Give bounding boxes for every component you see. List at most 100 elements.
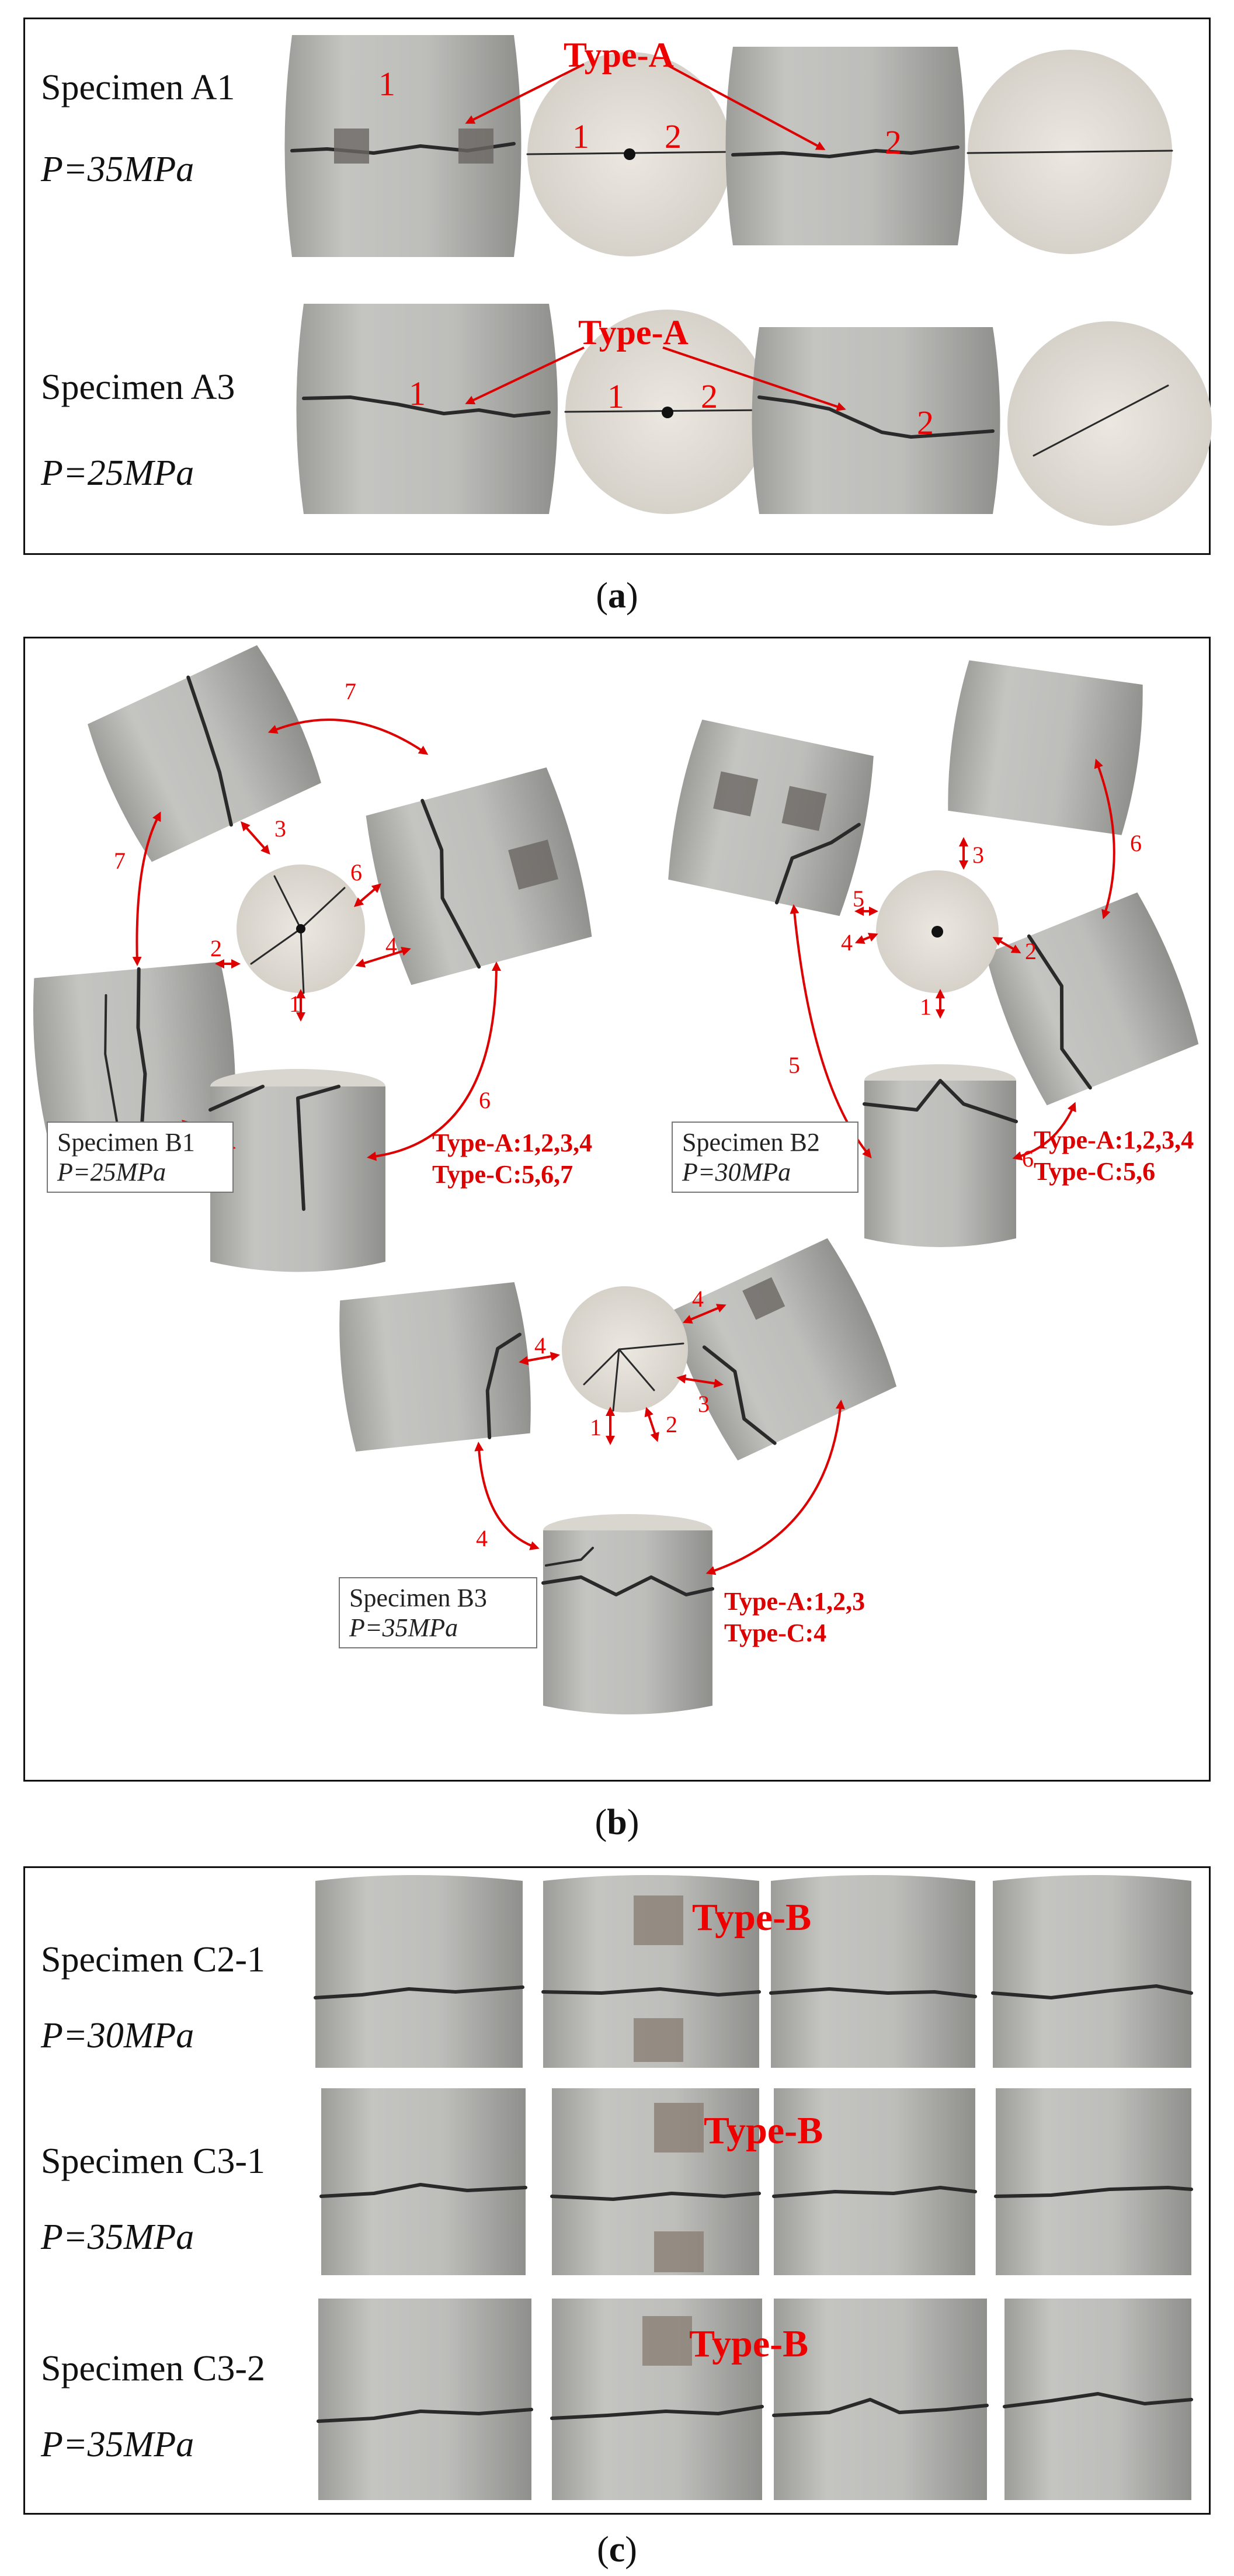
b1-num-6b: 6 [479, 1087, 491, 1113]
c21-cyl-2 [541, 1875, 761, 2068]
c31-cyl-1 [319, 2088, 527, 2275]
c32-cyl-4 [1003, 2299, 1193, 2500]
b2-cyl-bottom [863, 1064, 1018, 1247]
a1-face-crack-2 [967, 150, 1173, 154]
a3-center-hole [662, 407, 673, 418]
a1-pressure: P=35MPa [41, 150, 194, 189]
c21-cyl-3 [769, 1875, 977, 2068]
a3-num-3: 2 [701, 377, 718, 415]
b2-num-6a: 6 [1130, 830, 1142, 856]
b2-type-c: Type-C:5,6 [1034, 1157, 1156, 1186]
b1-arrow-3 [241, 821, 270, 855]
a1-center-hole [624, 148, 635, 160]
b3-num-4b: 4 [692, 1286, 704, 1312]
b2-cyl-top-right [948, 660, 1143, 835]
c32-pressure: P=35MPa [41, 2425, 194, 2464]
c32-cyl-3 [772, 2299, 989, 2500]
a3-pressure: P=25MPa [41, 453, 194, 493]
b3-cyl-bottom [541, 1514, 714, 1714]
b2-cyl-left [668, 719, 874, 916]
b1-num-7b: 7 [114, 848, 126, 874]
c31-cyl-2 [550, 2088, 761, 2275]
b1-specimen-name: Specimen B1 [57, 1128, 195, 1157]
b3-num-1: 1 [590, 1414, 602, 1440]
b2-num-6b: 6 [1022, 1145, 1034, 1172]
panel-b-label: (b) [595, 1803, 639, 1842]
b3-arrow-3 [676, 1374, 724, 1388]
a1-num-2: 1 [572, 117, 589, 155]
b3-specimen-name: Specimen B3 [349, 1584, 487, 1612]
a3-arrow-right [662, 346, 846, 411]
c31-specimen-name: Specimen C3-1 [41, 2141, 265, 2181]
b1-pressure: P=25MPa [57, 1158, 166, 1186]
b1-specimen-box: Specimen B1 P=25MPa [47, 1122, 234, 1193]
b1-type-c: Type-C:5,6,7 [432, 1160, 573, 1189]
a1-gauge-2 [458, 129, 493, 164]
b2-arrow-6a [1094, 758, 1115, 919]
b3-arrow-4b [682, 1304, 727, 1324]
b1-num-7a: 7 [345, 678, 356, 704]
a1-num-1: 1 [378, 65, 395, 103]
c21-cyl-4 [991, 1875, 1193, 2068]
a1-num-4: 2 [885, 123, 902, 161]
b1-arrow-6b [367, 961, 501, 1161]
c21-type-label: Type-B [692, 1896, 812, 1939]
b1-arrow-6a [353, 883, 382, 907]
a3-crack-1 [302, 395, 551, 418]
a1-crack-2 [731, 145, 960, 158]
c31-pressure: P=35MPa [41, 2217, 194, 2257]
b2-specimen-box: Specimen B2 P=30MPa [672, 1122, 858, 1193]
a3-cylinder-2 [752, 327, 1000, 514]
c32-type-label: Type-B [689, 2322, 809, 2365]
b3-specimen-box: Specimen B3 P=35MPa [339, 1577, 537, 1648]
a1-specimen-name: Specimen A1 [41, 68, 235, 107]
c32-cyl-2 [550, 2299, 764, 2500]
b3-num-2: 2 [666, 1411, 677, 1438]
b2-num-2: 2 [1025, 938, 1037, 964]
c31-type-label: Type-B [704, 2109, 823, 2152]
b3-num-4c: 4 [476, 1525, 488, 1551]
b3-arrow-4c [474, 1442, 540, 1550]
b3-cyl-left [339, 1282, 531, 1452]
c21-pressure: P=30MPa [41, 2016, 194, 2056]
b3-num-3: 3 [698, 1391, 710, 1417]
a3-num-2: 1 [607, 377, 624, 415]
a3-face-2 [1007, 321, 1212, 526]
a1-cylinder-1 [284, 35, 522, 257]
b3-arrow-4a [519, 1352, 560, 1366]
b2-type-a: Type-A:1,2,3,4 [1034, 1126, 1194, 1154]
a3-num-4: 2 [917, 404, 934, 442]
b3-pressure: P=35MPa [349, 1613, 458, 1642]
a1-cylinder-2 [725, 47, 965, 245]
b2-type-list: Type-A:1,2,3,4 Type-C:5,6 [1034, 1124, 1194, 1188]
b2-num-1: 1 [920, 994, 931, 1020]
b1-cyl-top-left [88, 645, 321, 862]
panel-a-label: (a) [596, 576, 638, 616]
a1-gauge-1 [334, 129, 369, 164]
b2-arrow-2 [992, 937, 1021, 953]
b2-num-5b: 5 [788, 1052, 800, 1078]
b1-arrow-7-left [132, 811, 161, 966]
b3-arrow-2 [644, 1407, 659, 1442]
b1-arrow-4 [355, 946, 411, 968]
a3-type-label: Type-A [578, 313, 689, 352]
b3-type-list: Type-A:1,2,3 Type-C:4 [724, 1586, 865, 1649]
b1-num-3: 3 [274, 815, 286, 842]
panel-c-label: (c) [597, 2530, 637, 2570]
a3-arrow-left [465, 346, 585, 405]
a3-specimen-name: Specimen A3 [41, 367, 235, 407]
b2-num-5a: 5 [853, 886, 864, 912]
c31-cyl-3 [772, 2088, 977, 2275]
b2-pressure: P=30MPa [682, 1158, 791, 1186]
b2-arrow-6b [1012, 1102, 1076, 1161]
b3-type-a: Type-A:1,2,3 [724, 1587, 865, 1616]
b3-arrow-4d [705, 1400, 845, 1575]
b1-arrow-7-top [267, 718, 429, 755]
a3-num-1: 1 [409, 374, 426, 412]
a3-crack-2 [757, 395, 995, 439]
b1-num-4: 4 [385, 932, 397, 959]
b1-num-2: 2 [210, 935, 222, 961]
